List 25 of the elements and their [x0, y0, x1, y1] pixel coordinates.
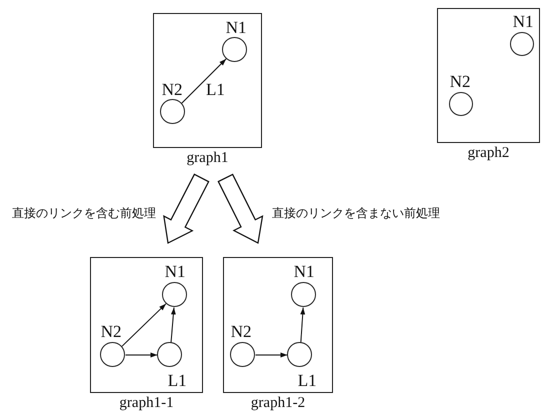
arrow: [181, 58, 227, 104]
graph-caption: graph1: [186, 151, 228, 166]
graph-caption: graph1-1: [119, 396, 174, 411]
block-arrow: [218, 174, 264, 244]
graph-caption: graph2: [468, 146, 510, 161]
node-label: L1: [168, 372, 187, 389]
block-arrow: [163, 174, 210, 244]
node-label: N1: [512, 12, 534, 30]
edge-label: L1: [206, 81, 225, 98]
node-label: N2: [100, 322, 122, 340]
arrow: [255, 352, 288, 358]
node-label: N1: [294, 262, 314, 280]
edge-label: 直接のリンクを含まない前処理: [272, 207, 440, 219]
node-label: L1: [298, 372, 317, 389]
edge-label: 直接のリンクを含む前処理: [12, 207, 156, 219]
node-label: N1: [226, 18, 246, 36]
graph-caption: graph1-2: [250, 396, 306, 411]
arrow: [125, 352, 158, 358]
node-label: N1: [164, 262, 186, 280]
arrow: [300, 306, 306, 344]
arrow: [170, 306, 176, 344]
arrow: [121, 303, 167, 347]
node-label: N2: [450, 72, 470, 90]
node-label: N2: [162, 80, 182, 98]
node-label: N2: [230, 322, 252, 340]
